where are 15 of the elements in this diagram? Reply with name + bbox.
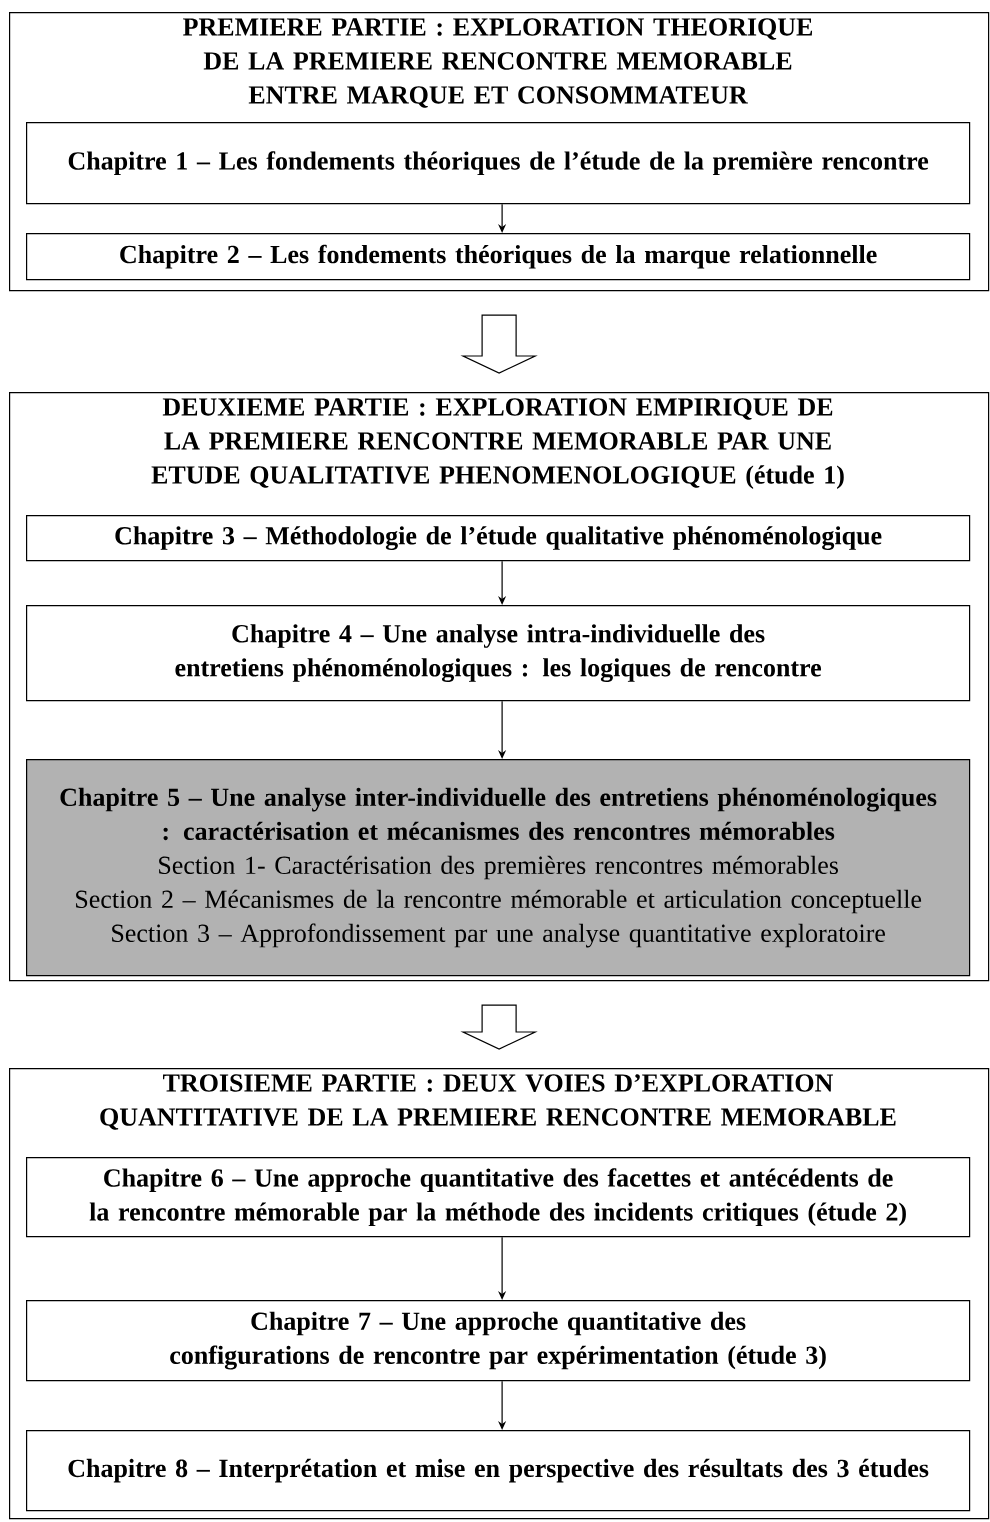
arrow <box>498 560 507 605</box>
block-arrow <box>460 1004 538 1050</box>
chapter-box: Chapitre 3 – Méthodologie de l’étude qualitative phénoménologique <box>26 515 971 562</box>
chapter-box: Chapitre 5 – Une analyse inter-individuelle des entretiens phénoménologiques : caractérisation et mécanismes des rencontres mémorables Section 1- Caractérisation des premières rencontres mémorables Section 2 – Mécanismes de la rencontre mémorable et articulation conceptuelle Section 3 – Approfondissement par une analyse quantitative exploratoire <box>26 759 971 977</box>
chapter-box: Chapitre 4 – Une analyse intra-individuelle des entretiens phénoménologiques : les logiques de rencontre <box>26 605 971 702</box>
chapter-box: Chapitre 6 – Une approche quantitative des facettes et antécédents de la rencontre mémorable par la méthode des incidents critiques (étude 2) <box>26 1157 971 1238</box>
arrow <box>498 203 507 233</box>
arrow <box>498 1380 507 1430</box>
block-arrow <box>460 314 538 374</box>
chapter-box: Chapitre 8 – Interprétation et mise en perspective des résultats des 3 études <box>26 1430 971 1512</box>
arrow <box>498 1236 507 1300</box>
chapter-box: Chapitre 7 – Une approche quantitative des configurations de rencontre par expérimentation (étude 3) <box>26 1300 971 1382</box>
chapter-box: Chapitre 2 – Les fondements théoriques de la marque relationnelle <box>26 233 971 281</box>
chapter-box: Chapitre 1 – Les fondements théoriques de l’étude de la première rencontre <box>26 122 971 205</box>
arrow <box>498 700 507 759</box>
